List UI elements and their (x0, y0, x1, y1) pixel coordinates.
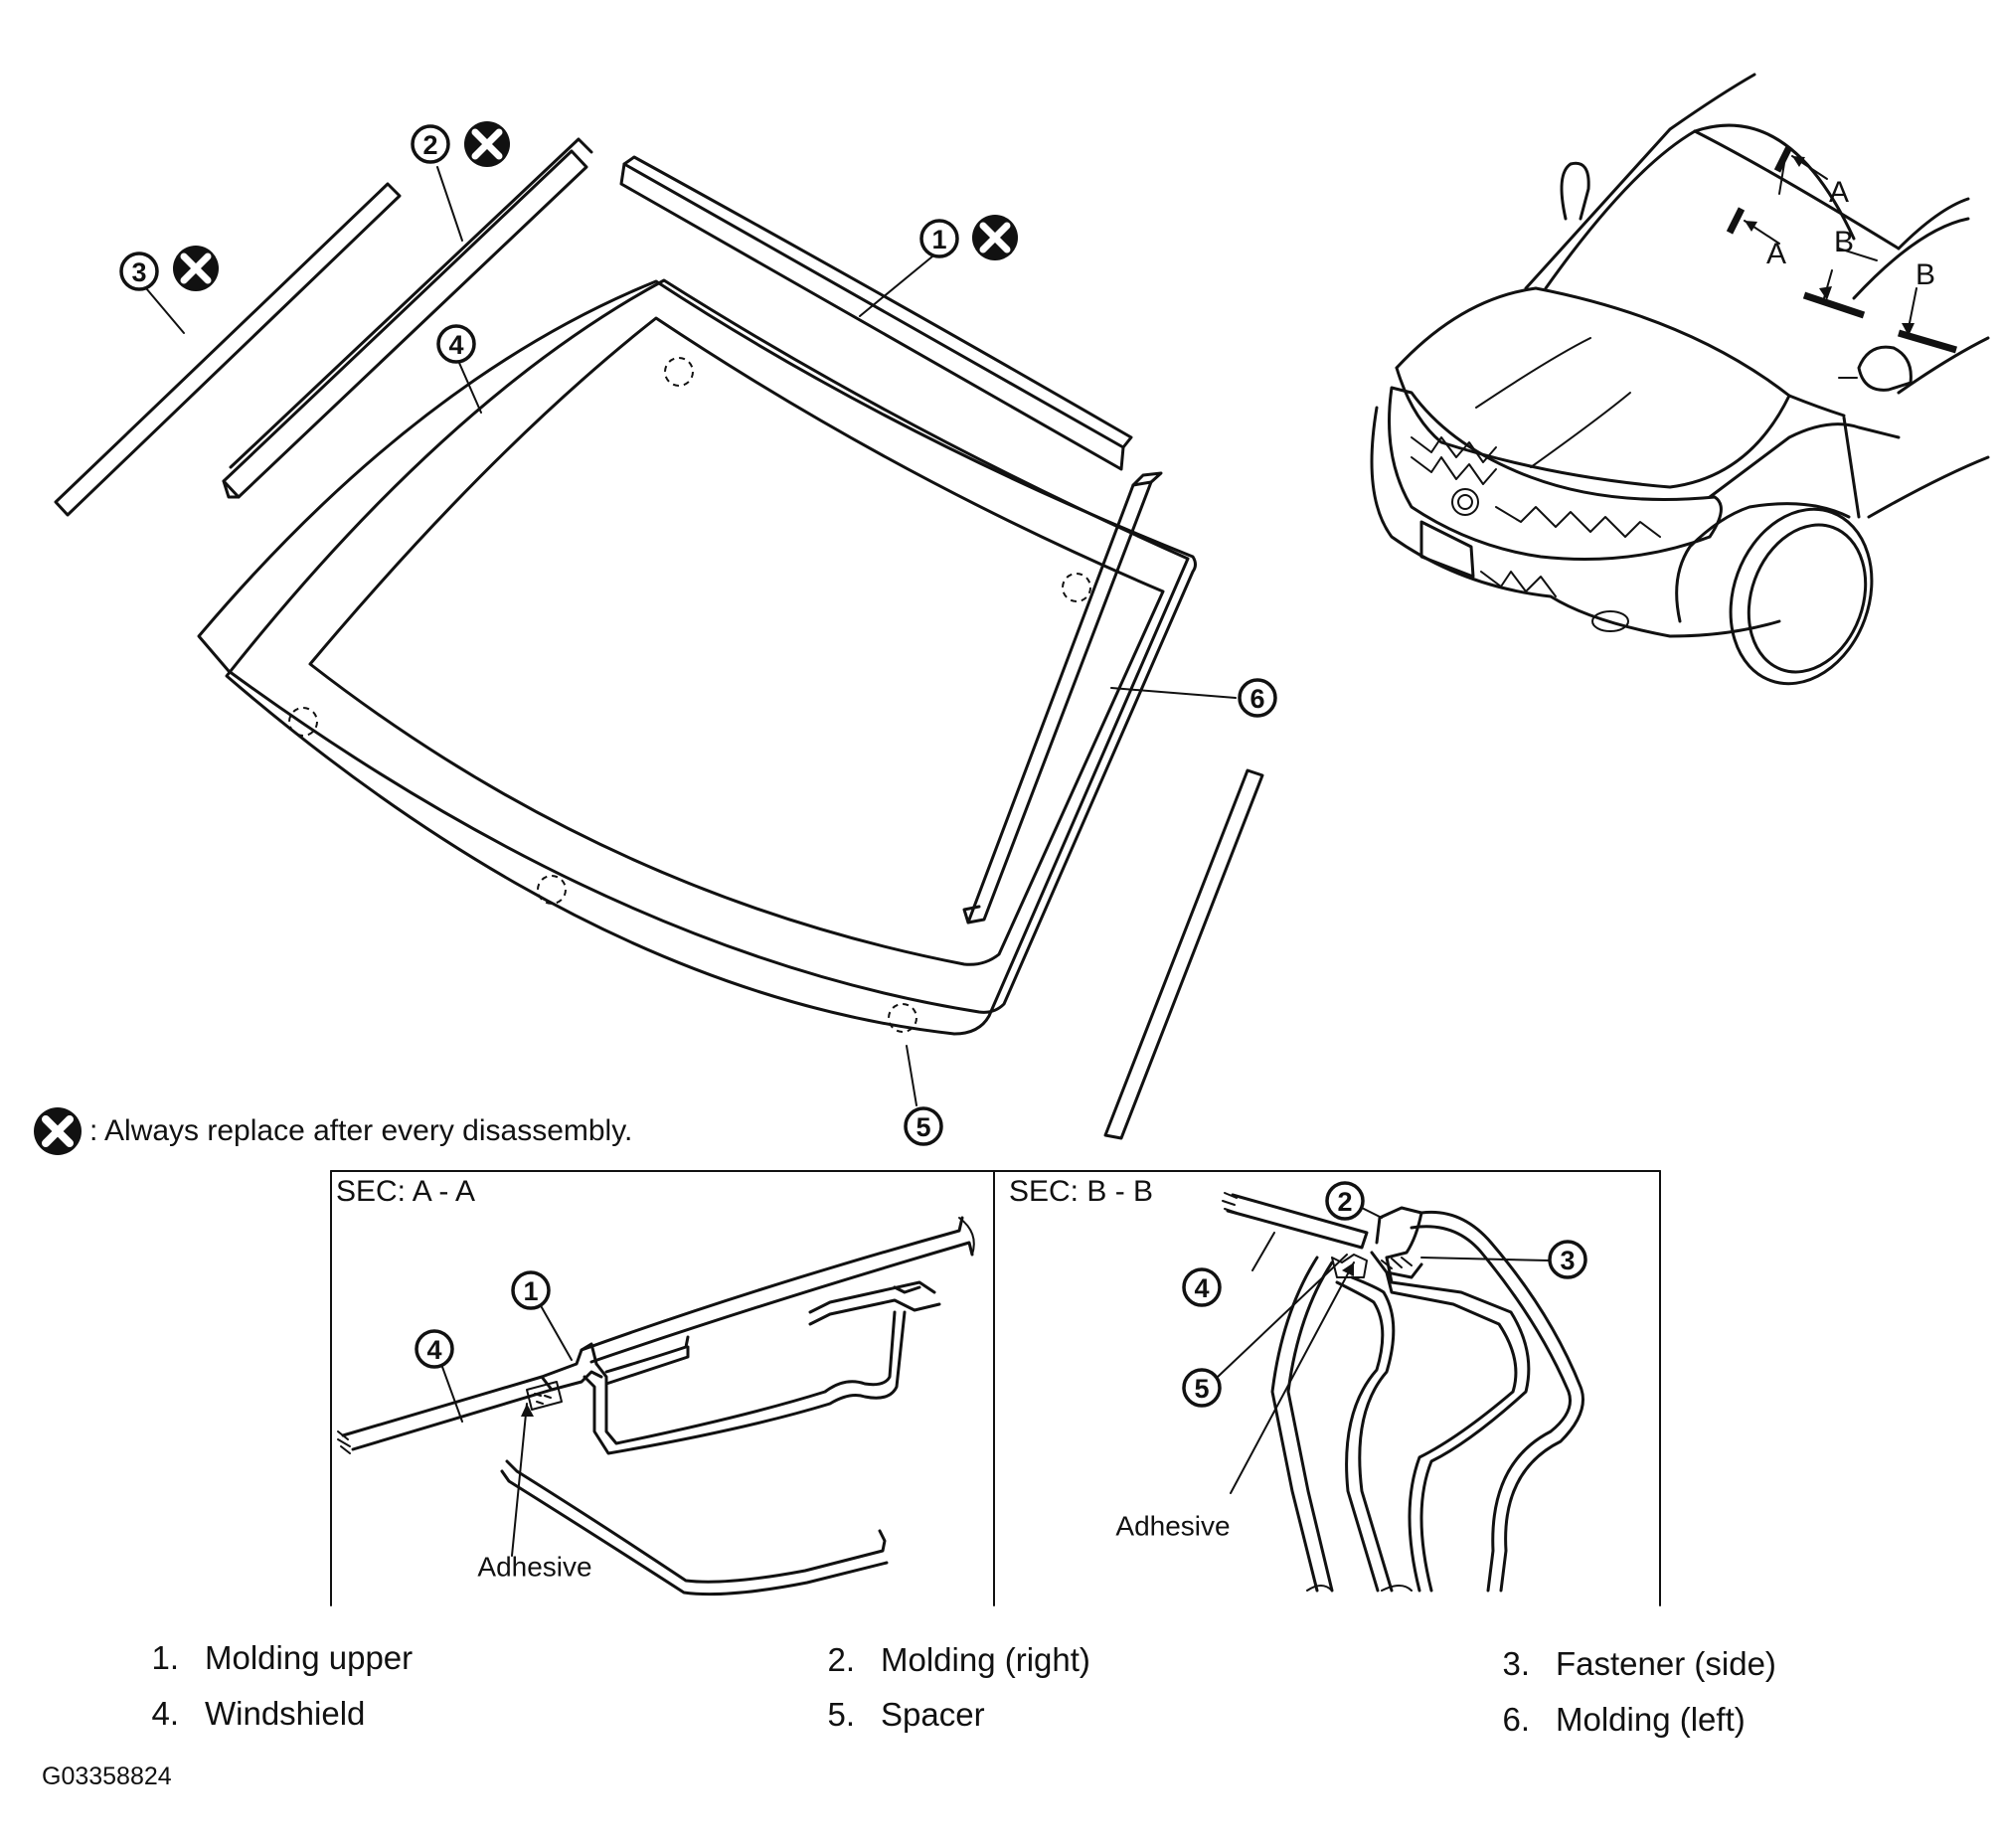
molding-3-part (54, 182, 402, 517)
section-bb-drawing: SEC: B - B 2 3 4 5 Adhesi (1009, 1175, 1587, 1593)
leader-lines (145, 166, 1237, 1106)
svg-text:Adhesive: Adhesive (477, 1552, 591, 1583)
svg-text:Adhesive: Adhesive (1115, 1511, 1230, 1542)
legend-item-3: 3.Fastener (side) (1502, 1645, 1776, 1682)
section-aa-drawing: SEC: A - A 1 4 Adhesive (336, 1175, 975, 1596)
svg-text:2: 2 (422, 130, 437, 160)
svg-text:3: 3 (131, 257, 146, 287)
svg-text:3: 3 (1560, 1246, 1575, 1275)
svg-text:6: 6 (1249, 684, 1264, 714)
legend-item-5: 5.Spacer (827, 1696, 985, 1733)
callout-4-top: 4 (436, 324, 476, 364)
molding-6-part (962, 471, 1163, 924)
svg-text:A: A (1766, 238, 1786, 270)
molding-2-part (222, 137, 593, 499)
svg-text:1: 1 (523, 1276, 538, 1306)
molding-separate-strip (1103, 768, 1264, 1140)
legend-item-6: 6.Molding (left) (1502, 1701, 1746, 1738)
svg-text:SEC: A - A: SEC: A - A (336, 1175, 475, 1208)
callout-1-top: 1 (919, 219, 959, 258)
svg-text:SEC: B - B: SEC: B - B (1009, 1175, 1153, 1208)
svg-text:B: B (1915, 258, 1935, 291)
replace-icon-1 (972, 215, 1018, 260)
callout-3-top: 3 (119, 252, 159, 291)
svg-text:5: 5 (1194, 1374, 1209, 1404)
svg-text:4: 4 (1194, 1273, 1209, 1303)
callout-6-top: 6 (1238, 678, 1277, 718)
svg-text:4: 4 (448, 330, 463, 360)
vehicle-front-view: A A B B (1370, 73, 1990, 686)
svg-text:4: 4 (426, 1335, 441, 1365)
windshield-glass (197, 278, 1197, 1036)
replace-icon-3 (173, 246, 219, 291)
replace-icon (34, 1107, 82, 1155)
svg-text:A: A (1829, 176, 1849, 209)
replace-note: : Always replace after every disassembly… (32, 1105, 632, 1157)
replace-note-text: : Always replace after every disassembly… (89, 1114, 633, 1147)
figure-code: G03358824 (42, 1763, 172, 1790)
svg-text:5: 5 (916, 1112, 930, 1142)
callout-2-top: 2 (411, 124, 450, 164)
legend-item-4: 4.Windshield (151, 1695, 366, 1732)
svg-text:B: B (1834, 226, 1854, 258)
svg-text:1: 1 (931, 225, 946, 254)
legend-item-2: 2.Molding (right) (827, 1641, 1090, 1678)
callout-5-top: 5 (904, 1106, 943, 1146)
replace-icon-2 (464, 121, 510, 167)
molding-1-part (619, 155, 1133, 471)
legend-item-1: 1.Molding upper (151, 1639, 414, 1676)
section-box (330, 1170, 1661, 1606)
svg-text:2: 2 (1337, 1187, 1352, 1217)
